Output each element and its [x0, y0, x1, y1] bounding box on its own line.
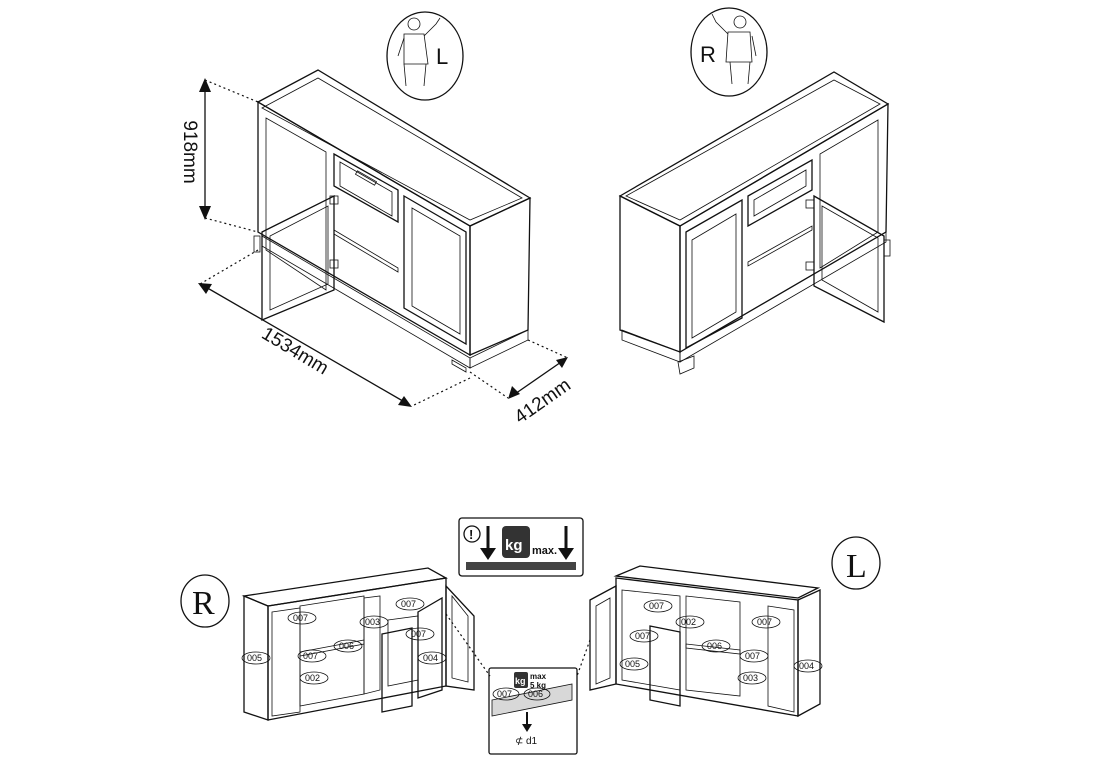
dimension-lines-left — [198, 78, 569, 407]
width-dimension-label: 1534mm — [258, 323, 332, 379]
shelf-pin-detail: kg max 5 kg 007 006 ⊄ d1 — [488, 667, 578, 755]
detail-load-unit: kg — [515, 676, 526, 686]
max-load-sign: ! kg max. — [458, 517, 584, 577]
part-tag: 007 — [649, 601, 664, 611]
height-dimension-label: 918mm — [179, 120, 200, 183]
part-tags-left-view: 007 007 003 005 006 007 007 002 004 — [241, 597, 447, 685]
part-tag: 003 — [743, 673, 758, 683]
warning-mark: ! — [469, 527, 473, 542]
cabinet-bottom-left — [241, 567, 491, 721]
hand-label-bottom-left: R — [192, 585, 215, 622]
cabinet-top-right — [618, 71, 891, 375]
detail-max-weight: 5 kg — [530, 681, 546, 690]
part-tag: 005 — [625, 659, 640, 669]
person-left-hand-icon: L — [386, 11, 464, 101]
part-tag: 006 — [339, 641, 354, 651]
part-tag: 004 — [799, 661, 814, 671]
detail-max-text: max — [530, 672, 547, 681]
hand-badge-bottom-left: R — [180, 574, 230, 628]
detail-part-tag-b: 006 — [528, 689, 543, 699]
part-tag: 007 — [411, 629, 426, 639]
part-tag: 007 — [757, 617, 772, 627]
part-tag: 004 — [423, 653, 438, 663]
part-tag: 006 — [707, 641, 722, 651]
part-tag: 007 — [745, 651, 760, 661]
part-tag: 007 — [293, 613, 308, 623]
depth-dimension-label: 412mm — [511, 375, 575, 429]
hand-label-top-right: R — [700, 42, 716, 67]
part-tags-right-view: 007 007 002 006 007 005 007 003 004 — [619, 599, 823, 685]
shelf-pin-label: d1 — [526, 736, 538, 747]
part-tag: 007 — [401, 599, 416, 609]
detail-part-tag-a: 007 — [497, 689, 512, 699]
hand-badge-bottom-right: L — [831, 536, 881, 590]
hand-label-bottom-right: L — [846, 548, 867, 585]
cabinet-bottom-right — [576, 565, 821, 718]
part-tag: 003 — [365, 617, 380, 627]
part-tag: 007 — [303, 651, 318, 661]
hand-label-top-left: L — [436, 44, 448, 69]
part-tag: 005 — [247, 653, 262, 663]
load-unit: kg — [505, 537, 523, 554]
part-tag: 002 — [305, 673, 320, 683]
part-tag: 007 — [635, 631, 650, 641]
shelf-pin-icon: ⊄ — [515, 736, 523, 747]
person-right-hand-icon: R — [690, 7, 768, 97]
load-max-text: max. — [532, 545, 557, 557]
part-tag: 002 — [681, 617, 696, 627]
cabinet-top-left — [253, 69, 532, 373]
